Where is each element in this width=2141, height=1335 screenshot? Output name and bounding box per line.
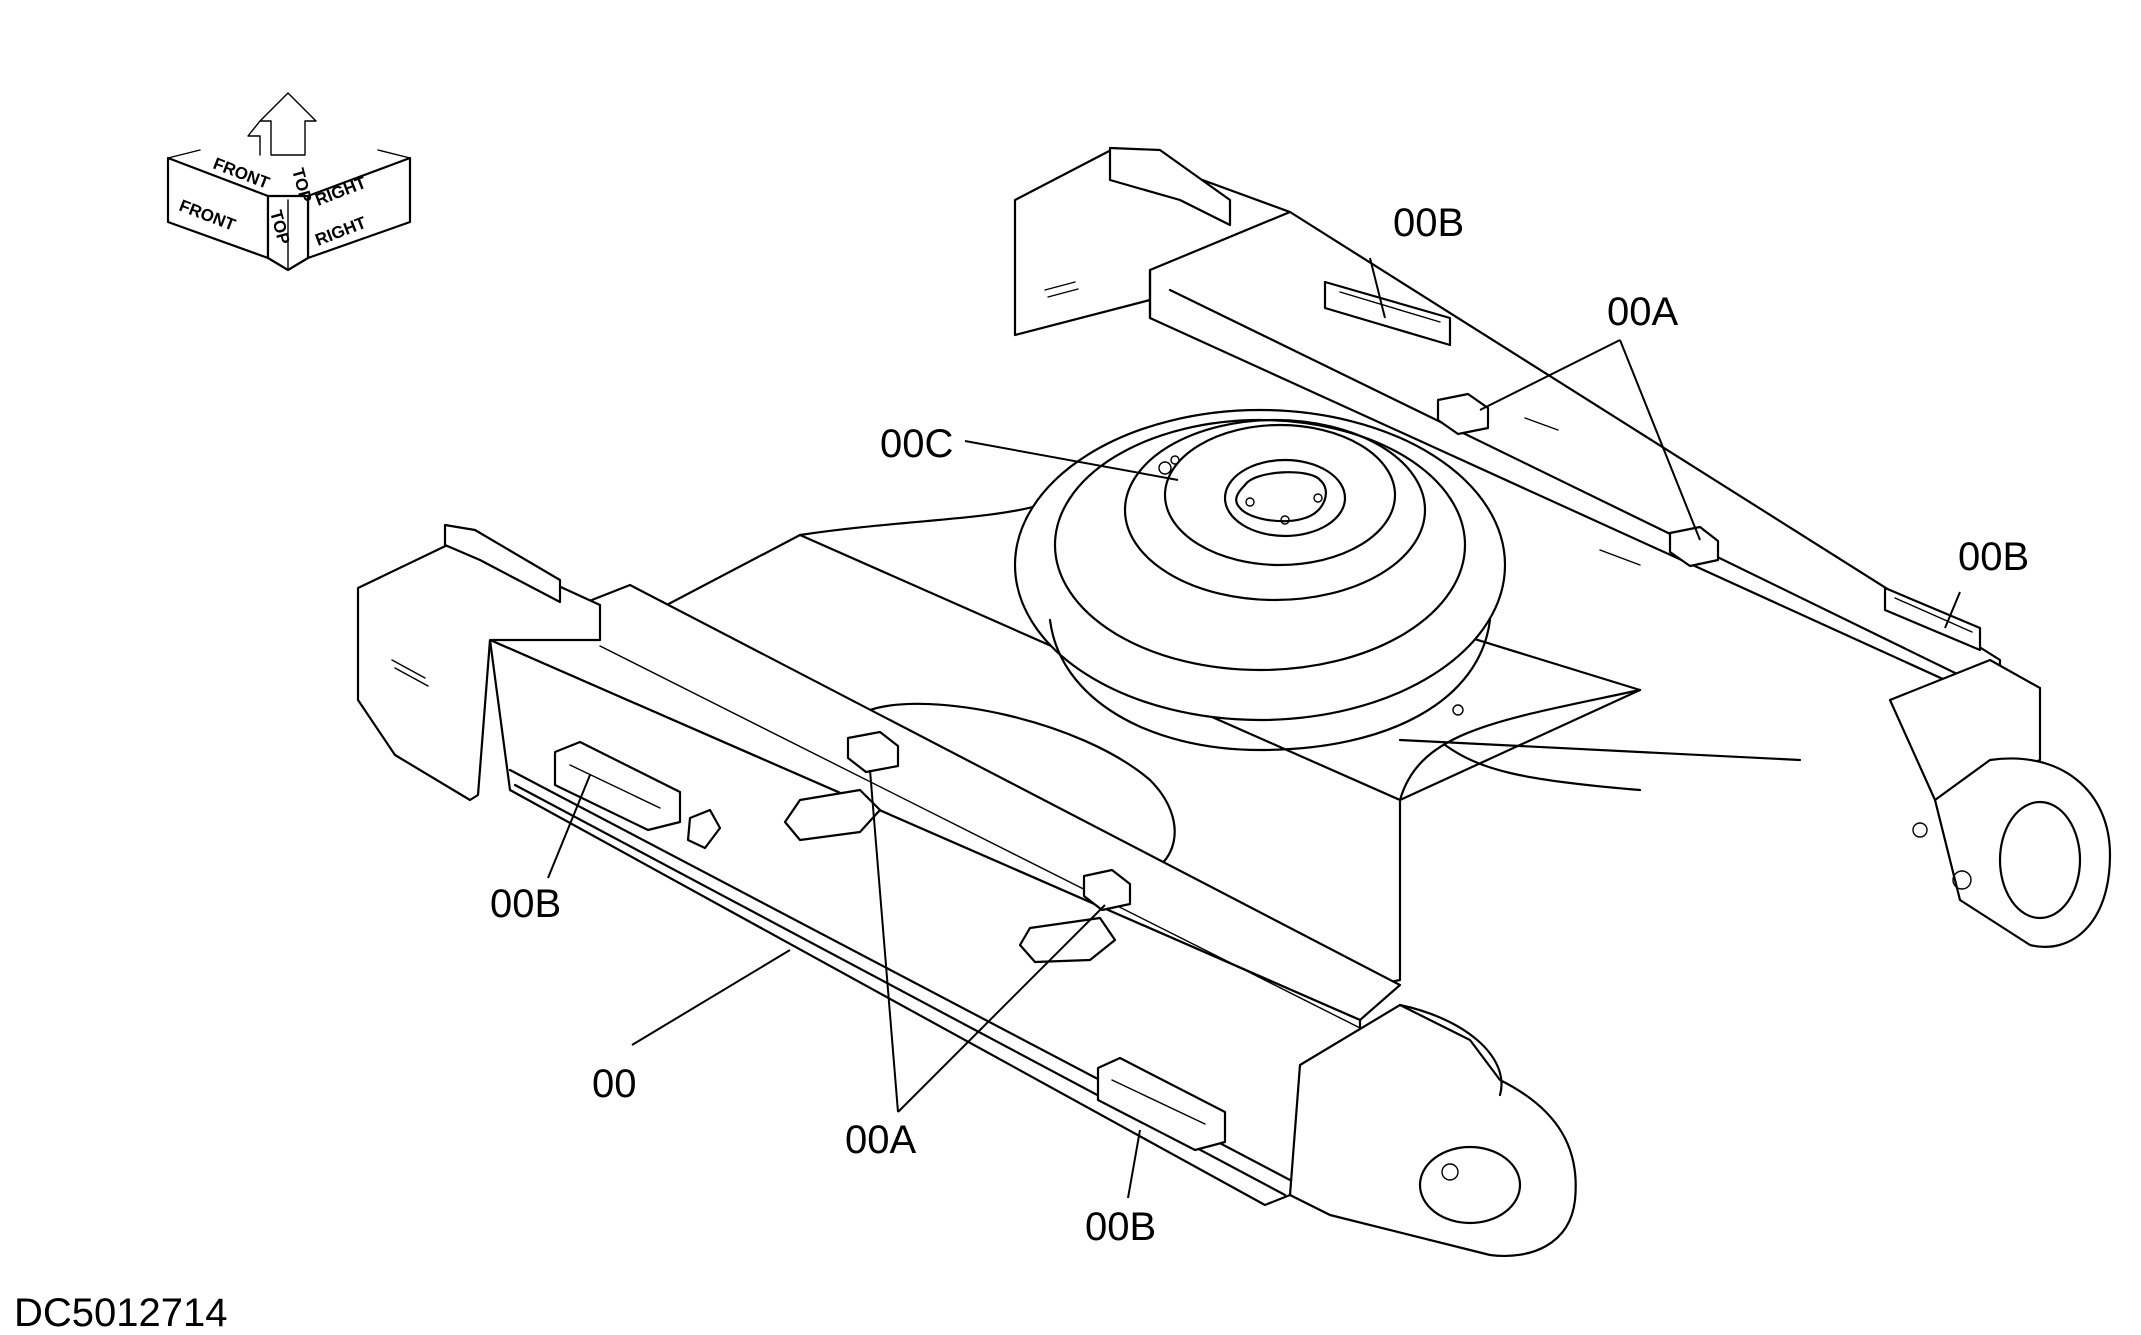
left-side-frame [356, 523, 1577, 1257]
callout-00c: 00C [880, 422, 953, 466]
orientation-cube-icon: FRONT FRONT TOP TOP RIGHT RIGHT [166, 92, 412, 272]
leader-lines [547, 257, 1961, 1199]
swing-bearing [1013, 408, 1507, 752]
callout-00b-right: 00B [1958, 535, 2029, 579]
callout-00a-bottom: 00A [845, 1118, 916, 1162]
callout-00-frame: 00 [592, 1062, 637, 1106]
callout-00a-right: 00A [1607, 290, 1678, 334]
callout-00b-left: 00B [490, 882, 561, 926]
callout-00b-top: 00B [1393, 201, 1464, 245]
track-frame-drawing [356, 146, 2112, 1257]
drawing-id: DC5012714 [14, 1291, 228, 1335]
right-side-frame [1013, 146, 2112, 948]
callout-00b-bottom: 00B [1085, 1205, 1156, 1249]
